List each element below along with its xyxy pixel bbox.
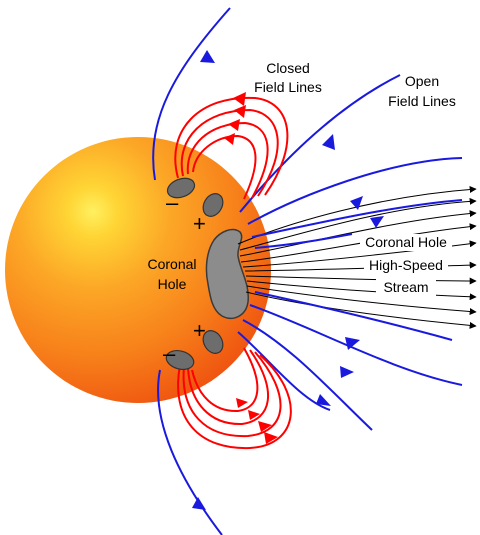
polarity-sign-upper-positive: + <box>193 211 206 236</box>
closed-field-lines-label-line1: Closed <box>266 60 310 76</box>
closed-field-line <box>191 347 259 413</box>
open-field-line <box>247 157 463 225</box>
arrow-icon <box>316 394 331 406</box>
stream-line <box>245 291 477 329</box>
arrow-icon <box>258 421 272 432</box>
stream-line <box>246 285 477 316</box>
open-field-lines-label-line2: Field Lines <box>388 93 456 109</box>
closed-field-lines-label-line2: Field Lines <box>254 79 322 95</box>
closed-field-line <box>182 351 282 438</box>
closed-field-lines-lower <box>177 347 292 450</box>
polarity-sign-upper-negative: – <box>166 190 179 215</box>
sunspot-lower-negative <box>165 349 195 371</box>
arrow-icon <box>192 497 206 510</box>
arrow-icon <box>233 92 246 106</box>
stream-line <box>240 223 477 263</box>
stream-line <box>239 197 477 251</box>
closed-field-lines-upper <box>174 96 289 200</box>
sunspot-lower-positive <box>202 330 224 354</box>
stream-line <box>245 275 477 285</box>
open-field-line <box>249 304 463 386</box>
stream-line <box>239 210 477 257</box>
coronal-hole-label-line2: Hole <box>158 276 187 292</box>
stream-label-line1: Coronal Hole <box>365 234 447 250</box>
open-field-line <box>254 291 453 341</box>
arrow-icon <box>322 134 335 150</box>
stream-label-line3: Stream <box>383 279 428 295</box>
sunspots <box>165 177 224 371</box>
open-field-line <box>251 199 463 238</box>
open-field-line <box>157 369 223 535</box>
arrow-icon <box>228 119 240 131</box>
arrow-icon <box>234 105 246 118</box>
closed-field-line <box>180 108 279 197</box>
closed-field-line <box>186 121 269 199</box>
arrow-icon <box>224 133 235 145</box>
closed-field-line <box>192 134 257 200</box>
polarity-sign-lower-negative: – <box>163 341 176 366</box>
stream-line <box>244 261 477 272</box>
arrow-icon <box>345 337 360 350</box>
arrow-icon <box>248 410 260 420</box>
open-field-line <box>237 331 331 411</box>
closed-field-line <box>187 349 270 426</box>
arrow-icon <box>340 366 354 378</box>
arrow-icon <box>370 216 384 228</box>
open-field-line <box>254 233 353 249</box>
arrow-icon <box>264 432 278 444</box>
stream-line <box>246 280 477 301</box>
arrow-icon <box>350 196 363 210</box>
open-field-arrows <box>192 50 384 510</box>
coronal-hole <box>205 228 249 320</box>
open-field-lines <box>152 7 463 535</box>
sunspot-upper-positive <box>202 193 224 217</box>
open-field-line <box>242 319 373 431</box>
closed-field-arrows-lower <box>236 398 278 444</box>
stream-label-bg <box>360 234 452 251</box>
stream-label-line2: High-Speed <box>369 257 443 273</box>
arrow-icon <box>236 398 248 408</box>
open-field-lines-label-line1: Open <box>405 73 439 89</box>
closed-field-line <box>174 96 289 196</box>
coronal-hole-label-line1: Coronal <box>147 256 196 272</box>
polarity-sign-lower-positive: + <box>193 318 206 343</box>
arrow-icon <box>200 50 215 63</box>
closed-field-line <box>177 354 292 450</box>
stream-label-bg <box>376 279 436 296</box>
sunspot-upper-negative <box>166 177 196 199</box>
stream-label-bg <box>364 257 448 274</box>
open-field-line <box>152 7 231 181</box>
closed-field-arrows-upper <box>224 92 246 145</box>
